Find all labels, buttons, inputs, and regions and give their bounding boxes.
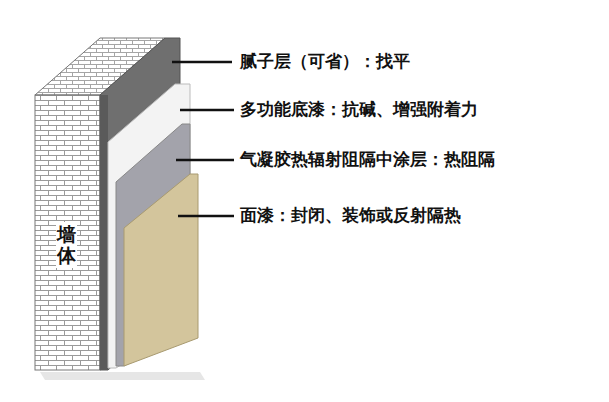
wall-label: 墙体 [56, 222, 77, 268]
layer-label: 腻子层（可省）：找平 [240, 51, 410, 71]
wall-body: 墙体 [56, 222, 77, 268]
layer-label: 面漆：封闭、装饰或反射隔热 [240, 205, 461, 225]
layer-label: 多功能底漆：抗碱、增强附着力 [240, 99, 478, 119]
layer-label: 气凝胶热辐射阻隔中涂层：热阻隔 [240, 149, 495, 169]
